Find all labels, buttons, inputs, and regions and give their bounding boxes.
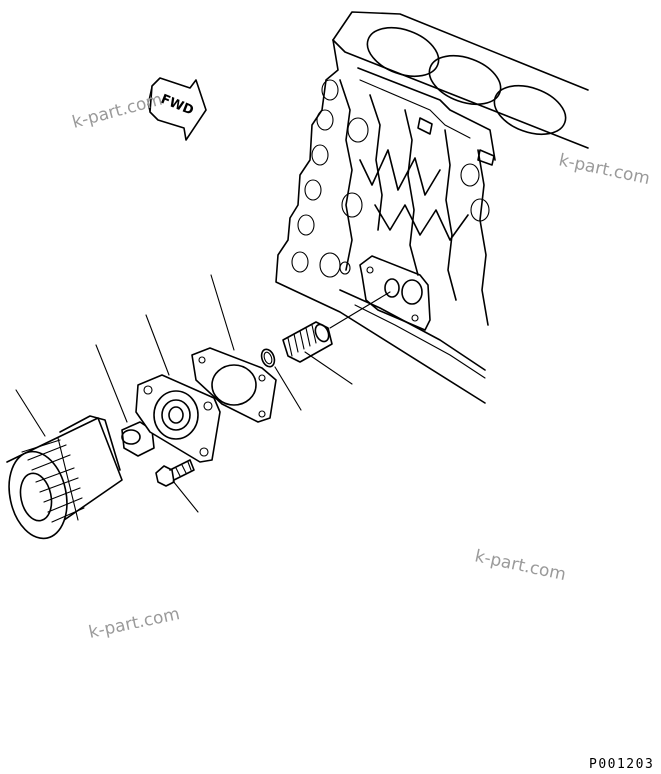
bolt	[155, 459, 195, 487]
watermark: k-part.com	[473, 546, 568, 585]
oil-filter-cartridge	[6, 415, 123, 540]
leader-lines	[15, 274, 353, 513]
watermark: k-part.com	[557, 150, 652, 189]
filter-head-bracket	[135, 374, 221, 463]
o-ring	[260, 348, 276, 368]
drawing-code: P001203	[589, 757, 654, 772]
watermark: k-part.com	[87, 604, 182, 643]
gasket	[191, 347, 277, 423]
engine-block	[275, 11, 589, 404]
spacer-nut	[121, 421, 155, 457]
threaded-connector	[282, 291, 391, 363]
fwd-label: FWD	[158, 92, 195, 119]
watermark: k-part.com	[70, 90, 165, 133]
